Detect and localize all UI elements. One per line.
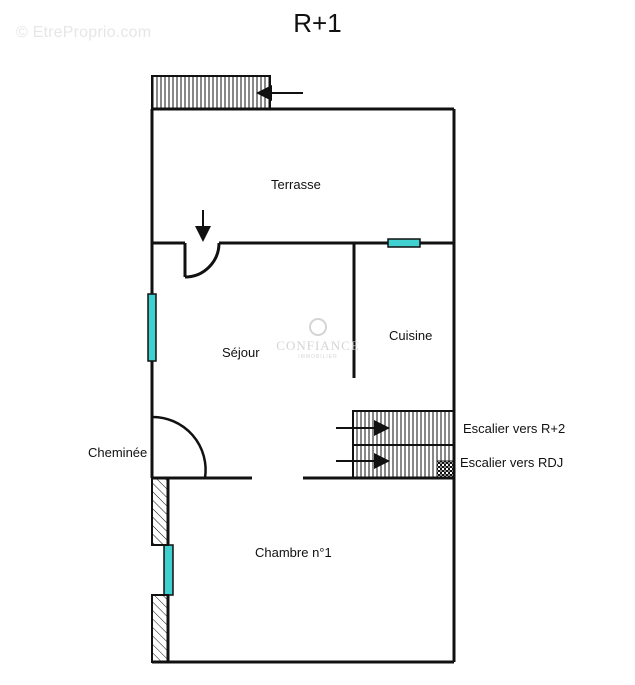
watermark: © EtreProprio.com bbox=[16, 24, 152, 41]
room-label-cuisine: Cuisine bbox=[389, 328, 433, 343]
staircase-rdj bbox=[336, 444, 455, 479]
room-label-terrasse: Terrasse bbox=[271, 177, 321, 192]
label-escalier-rdj: Escalier vers RDJ bbox=[460, 455, 564, 470]
label-cheminee: Cheminée bbox=[88, 445, 148, 460]
label-escalier-r2: Escalier vers R+2 bbox=[463, 421, 566, 436]
window-sejour bbox=[147, 293, 157, 362]
terrace-wall bbox=[152, 241, 454, 279]
hatched-wall-lower bbox=[151, 594, 169, 663]
window-kitchen bbox=[387, 238, 421, 248]
staircase-r2 bbox=[336, 410, 455, 446]
logo-brand: CONFIANCE bbox=[276, 338, 360, 353]
hatched-wall-upper bbox=[151, 477, 169, 546]
page-title: R+1 bbox=[293, 8, 342, 38]
logo-subtitle: IMMOBILIER bbox=[298, 354, 338, 360]
room-label-chambre: Chambre n°1 bbox=[255, 545, 332, 560]
logo-ring-icon bbox=[309, 318, 327, 336]
logo-watermark: CONFIANCE IMMOBILIER bbox=[268, 318, 368, 360]
fireplace-arc bbox=[151, 415, 207, 479]
external-staircase bbox=[151, 75, 303, 110]
room-label-sejour: Séjour bbox=[222, 345, 260, 360]
window-chambre bbox=[163, 544, 174, 596]
